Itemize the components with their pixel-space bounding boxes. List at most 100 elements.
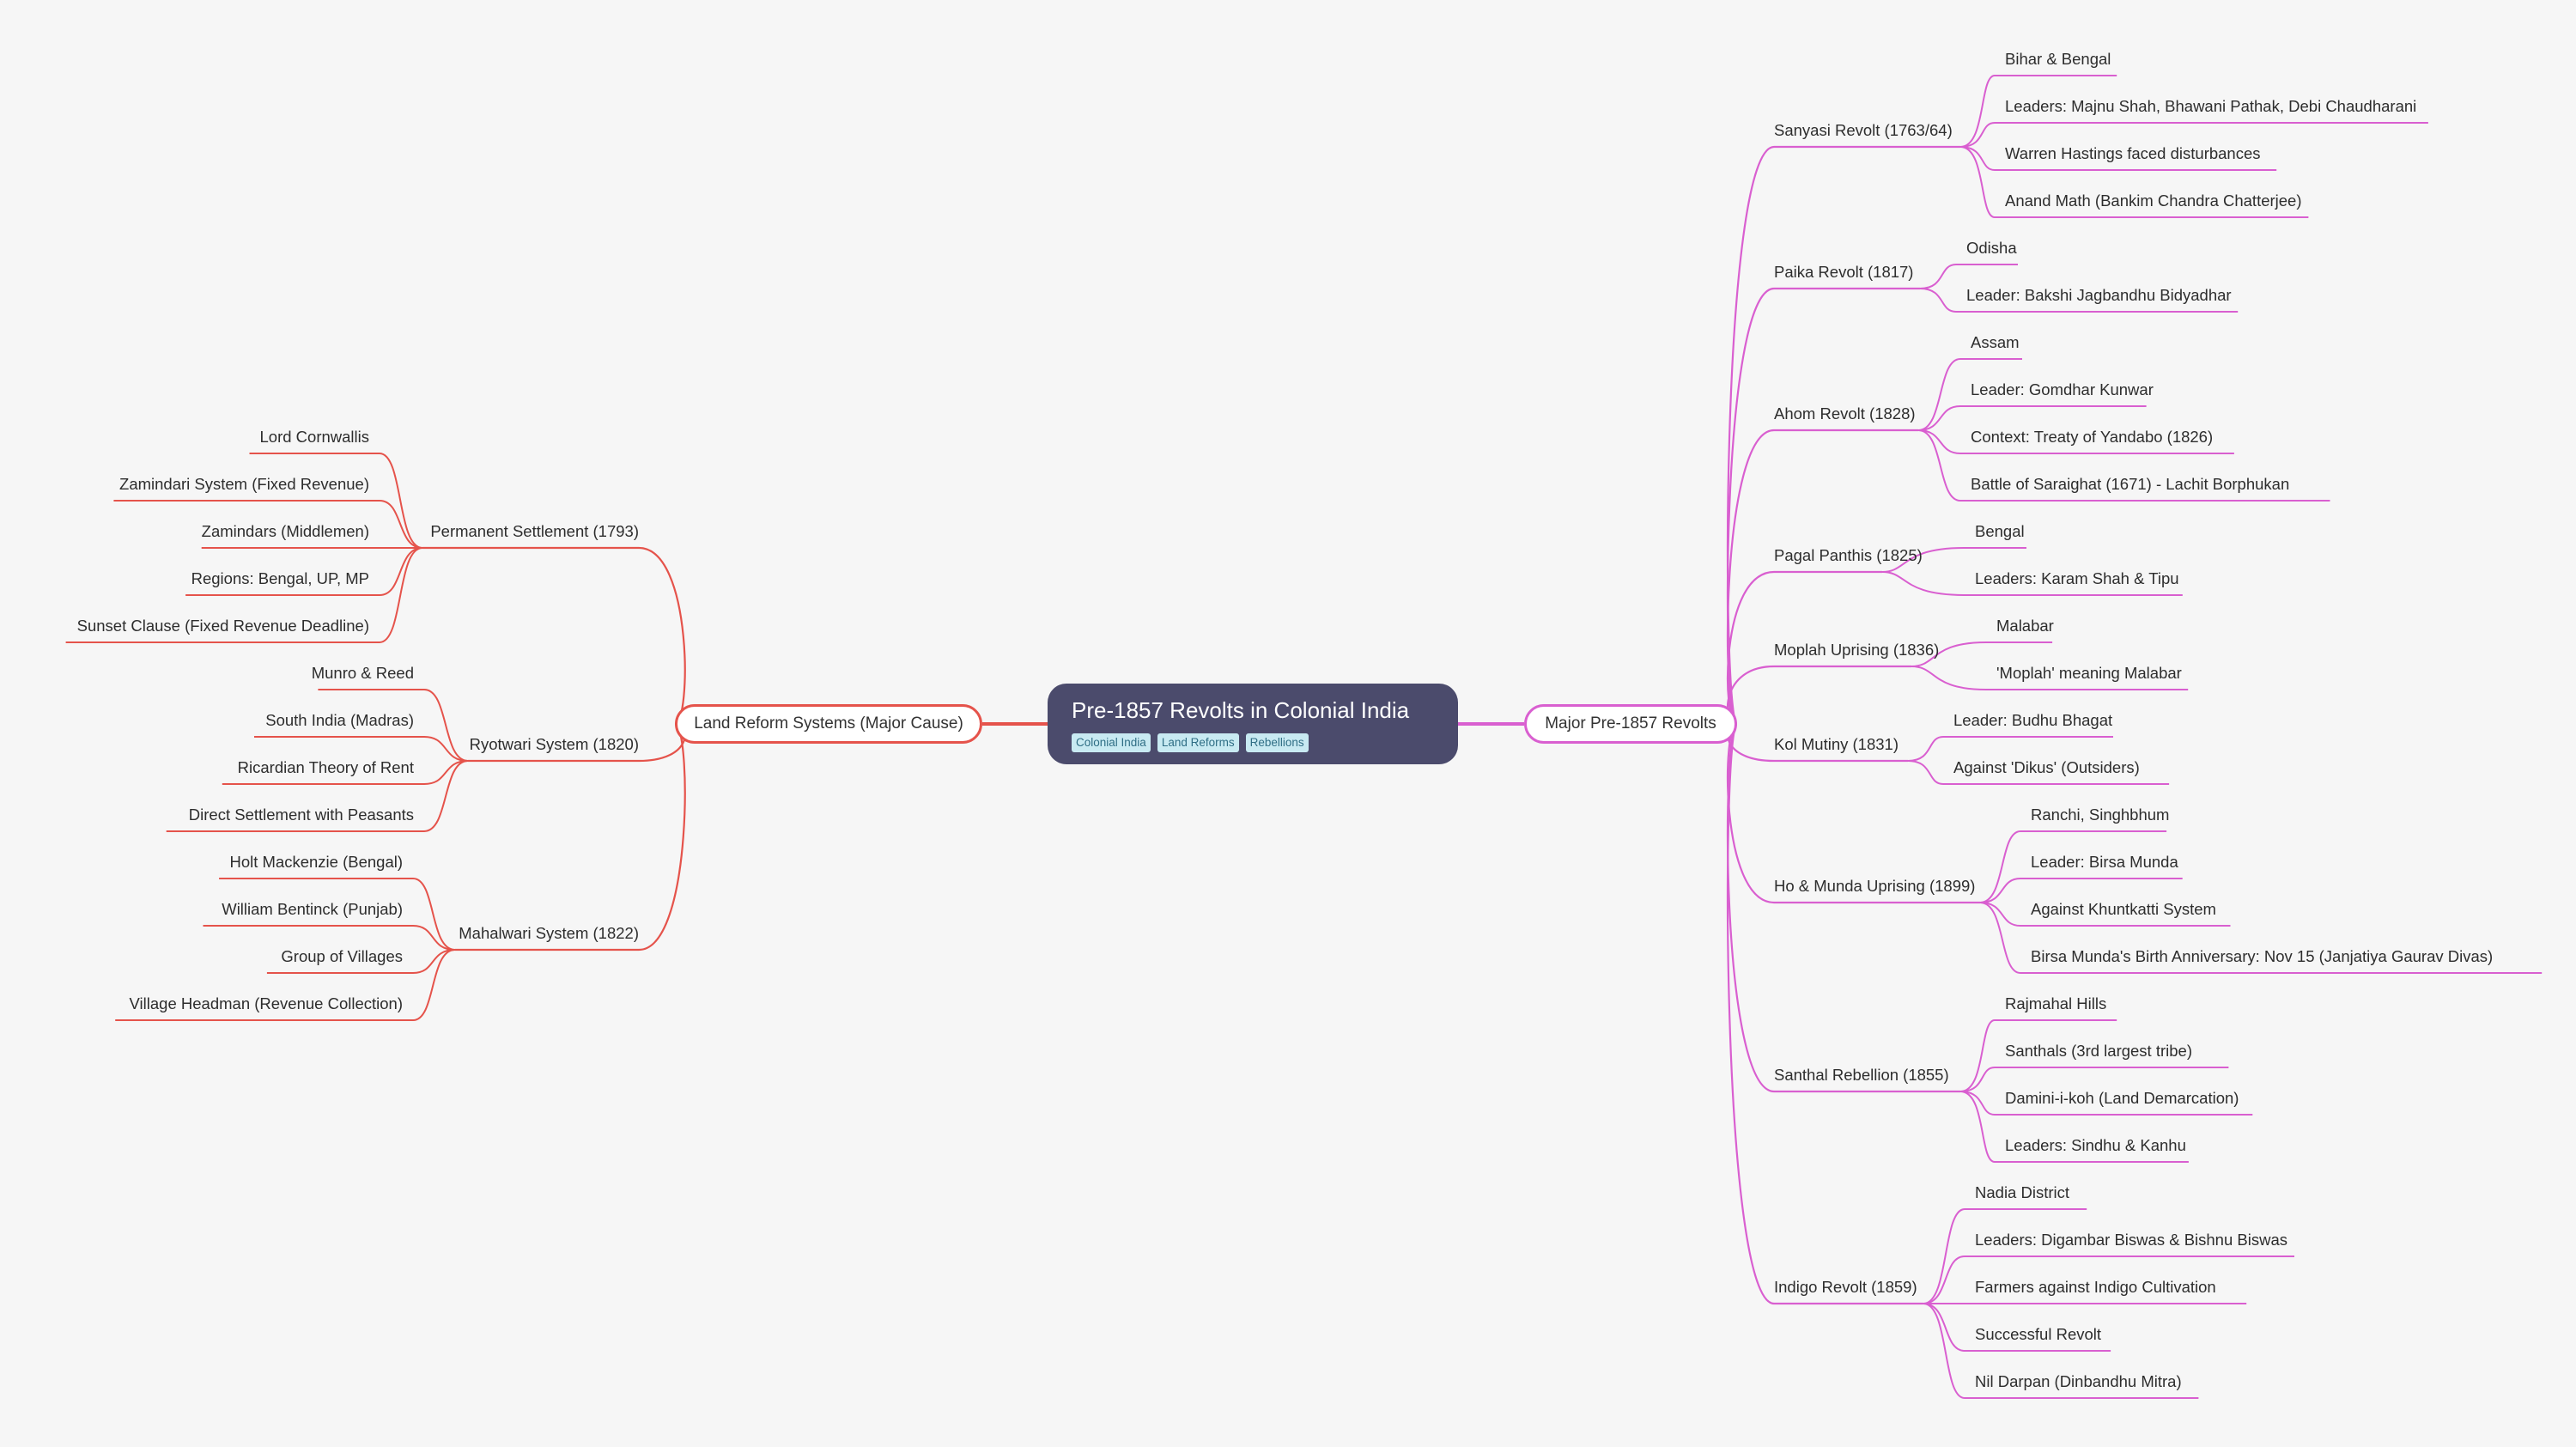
revolt-indigo-revolt-1859[interactable]: Indigo Revolt (1859) — [1774, 1278, 1917, 1296]
connector — [222, 760, 469, 785]
connector — [1979, 878, 2183, 903]
leaf-zamindari-system-fixed-revenue[interactable]: Zamindari System (Fixed Revenue) — [119, 475, 369, 493]
leaf-nadia-district[interactable]: Nadia District — [1975, 1183, 2069, 1201]
connector — [318, 689, 469, 762]
leaf-ricardian-theory-of-rent[interactable]: Ricardian Theory of Rent — [237, 758, 414, 776]
land-system-permanent-settlement-1793[interactable]: Permanent Settlement (1793) — [430, 522, 639, 540]
connector — [1979, 902, 2543, 974]
leaf-birsa-munda-s-birth-anniversary-nov-15-j[interactable]: Birsa Munda's Birth Anniversary: Nov 15 … — [2031, 947, 2494, 965]
leaf-direct-settlement-with-peasants[interactable]: Direct Settlement with Peasants — [188, 806, 414, 824]
revolt-ho-munda-uprising-1899[interactable]: Ho & Munda Uprising (1899) — [1774, 877, 1976, 895]
leaf-moplah-meaning-malabar[interactable]: 'Moplah' meaning Malabar — [1996, 664, 2182, 682]
leaf-battle-of-saraighat-1671-lachit-borphuka[interactable]: Battle of Saraighat (1671) - Lachit Borp… — [1971, 475, 2290, 493]
leaf-bengal[interactable]: Bengal — [1975, 522, 2025, 540]
connector — [455, 722, 686, 951]
leaf-warren-hastings-faced-disturbances[interactable]: Warren Hastings faced disturbances — [2005, 144, 2261, 162]
connector — [1917, 405, 2147, 431]
leaf-successful-revolt[interactable]: Successful Revolt — [1975, 1325, 2102, 1343]
land-system-mahalwari-system-1822[interactable]: Mahalwari System (1822) — [459, 924, 639, 942]
revolt-paika-revolt-1817[interactable]: Paika Revolt (1817) — [1774, 263, 1914, 281]
connector — [1919, 264, 2018, 289]
leaf-malabar[interactable]: Malabar — [1996, 617, 2054, 635]
connector — [422, 546, 686, 726]
leaf-regions-bengal-up-mp[interactable]: Regions: Bengal, UP, MP — [191, 569, 369, 587]
connector — [249, 453, 423, 549]
leaf-santhals-3rd-largest-tribe[interactable]: Santhals (3rd largest tribe) — [2005, 1042, 2192, 1060]
leaf-leaders-majnu-shah-bhawani-pathak-debi-c[interactable]: Leaders: Majnu Shah, Bhawani Pathak, Deb… — [2005, 97, 2417, 115]
connector — [1727, 429, 1918, 726]
revolt-sanyasi-revolt-1763-64[interactable]: Sanyasi Revolt (1763/64) — [1774, 121, 1953, 139]
leaf-against-khuntkatti-system[interactable]: Against Khuntkatti System — [2031, 900, 2216, 918]
connector — [1923, 1208, 2087, 1304]
connector — [1979, 830, 2167, 903]
connector — [1959, 122, 2428, 148]
connector — [1881, 571, 2183, 596]
connector — [1959, 1091, 2253, 1116]
root-tags: Colonial India Land Reforms Rebellions — [1072, 733, 1434, 752]
leaf-leaders-karam-shah-tipu[interactable]: Leaders: Karam Shah & Tipu — [1975, 569, 2179, 587]
connector — [1919, 288, 2239, 313]
leaf-william-bentinck-punjab[interactable]: William Bentinck (Punjab) — [222, 900, 403, 918]
revolt-kol-mutiny-1831[interactable]: Kol Mutiny (1831) — [1774, 735, 1899, 753]
tag-rebellions[interactable]: Rebellions — [1245, 733, 1309, 752]
connector — [1917, 429, 2234, 454]
revolt-ahom-revolt-1828[interactable]: Ahom Revolt (1828) — [1774, 404, 1916, 423]
root-node[interactable]: Pre-1857 Revolts in Colonial India Colon… — [1048, 684, 1458, 764]
leaf-village-headman-revenue-collection[interactable]: Village Headman (Revenue Collection) — [129, 994, 403, 1012]
connector — [1727, 665, 1911, 726]
connector — [166, 760, 469, 832]
leaf-holt-mackenzie-bengal[interactable]: Holt Mackenzie (Bengal) — [229, 853, 403, 871]
leaf-leader-budhu-bhagat[interactable]: Leader: Budhu Bhagat — [1953, 711, 2113, 729]
leaf-farmers-against-indigo-cultivation[interactable]: Farmers against Indigo Cultivation — [1975, 1278, 2216, 1296]
connector — [1907, 736, 2113, 762]
connector — [1917, 429, 2330, 502]
land-system-ryotwari-system-1820[interactable]: Ryotwari System (1820) — [469, 735, 639, 753]
connector — [65, 547, 423, 643]
leaf-zamindars-middlemen[interactable]: Zamindars (Middlemen) — [201, 522, 369, 540]
leaf-munro-reed[interactable]: Munro & Reed — [311, 664, 414, 682]
revolt-santhal-rebellion-1855[interactable]: Santhal Rebellion (1855) — [1774, 1066, 1949, 1084]
connector — [254, 736, 469, 762]
connector — [1726, 287, 1920, 726]
connector — [203, 925, 456, 951]
tag-colonial-india[interactable]: Colonial India — [1072, 733, 1151, 752]
leaf-leaders-digambar-biswas-bishnu-biswas[interactable]: Leaders: Digambar Biswas & Bishnu Biswas — [1975, 1231, 2287, 1249]
leaf-south-india-madras[interactable]: South India (Madras) — [265, 711, 414, 729]
root-title: Pre-1857 Revolts in Colonial India — [1072, 697, 1410, 723]
leaf-lord-cornwallis[interactable]: Lord Cornwallis — [259, 428, 370, 446]
leaf-anand-math-bankim-chandra-chatterjee[interactable]: Anand Math (Bankim Chandra Chatterjee) — [2005, 192, 2302, 210]
leaf-leaders-sindhu-kanhu[interactable]: Leaders: Sindhu & Kanhu — [2005, 1136, 2186, 1154]
leaf-damini-i-koh-land-demarcation[interactable]: Damini-i-koh (Land Demarcation) — [2005, 1089, 2239, 1107]
connector — [1959, 1067, 2229, 1092]
leaf-leader-gomdhar-kunwar[interactable]: Leader: Gomdhar Kunwar — [1971, 380, 2154, 398]
branch-major-revolts[interactable]: Major Pre-1857 Revolts — [1524, 704, 1737, 744]
connector — [1917, 358, 2022, 431]
connector — [113, 500, 423, 549]
revolt-moplah-uprising-1836[interactable]: Moplah Uprising (1836) — [1774, 641, 1940, 659]
leaf-leader-bakshi-jagbandhu-bidyadhar[interactable]: Leader: Bakshi Jagbandhu Bidyadhar — [1966, 286, 2232, 304]
connector — [1959, 146, 2309, 218]
connector — [115, 949, 456, 1021]
connector — [1923, 1303, 2111, 1352]
leaf-nil-darpan-dinbandhu-mitra[interactable]: Nil Darpan (Dinbandhu Mitra) — [1975, 1372, 2182, 1390]
leaf-ranchi-singhbhum[interactable]: Ranchi, Singhbhum — [2031, 806, 2170, 824]
connector — [185, 547, 423, 596]
leaf-group-of-villages[interactable]: Group of Villages — [281, 947, 403, 965]
branch-land-reform-systems[interactable]: Land Reform Systems (Major Cause) — [675, 704, 982, 744]
connector — [1959, 75, 2117, 148]
connector — [1959, 1091, 2189, 1163]
leaf-against-dikus-outsiders[interactable]: Against 'Dikus' (Outsiders) — [1953, 758, 2140, 776]
leaf-odisha[interactable]: Odisha — [1966, 239, 2017, 257]
tag-land-reforms[interactable]: Land Reforms — [1157, 733, 1239, 752]
connector — [1979, 902, 2231, 927]
leaf-rajmahal-hills[interactable]: Rajmahal Hills — [2005, 994, 2107, 1012]
connector — [1959, 1019, 2117, 1092]
leaf-assam[interactable]: Assam — [1971, 333, 2020, 351]
leaf-sunset-clause-fixed-revenue-deadline[interactable]: Sunset Clause (Fixed Revenue Deadline) — [76, 617, 369, 635]
revolt-pagal-panthis-1825[interactable]: Pagal Panthis (1825) — [1774, 546, 1923, 564]
leaf-leader-birsa-munda[interactable]: Leader: Birsa Munda — [2031, 853, 2178, 871]
leaf-context-treaty-of-yandabo-1826[interactable]: Context: Treaty of Yandabo (1826) — [1971, 428, 2214, 446]
leaf-bihar-bengal[interactable]: Bihar & Bengal — [2005, 50, 2111, 68]
